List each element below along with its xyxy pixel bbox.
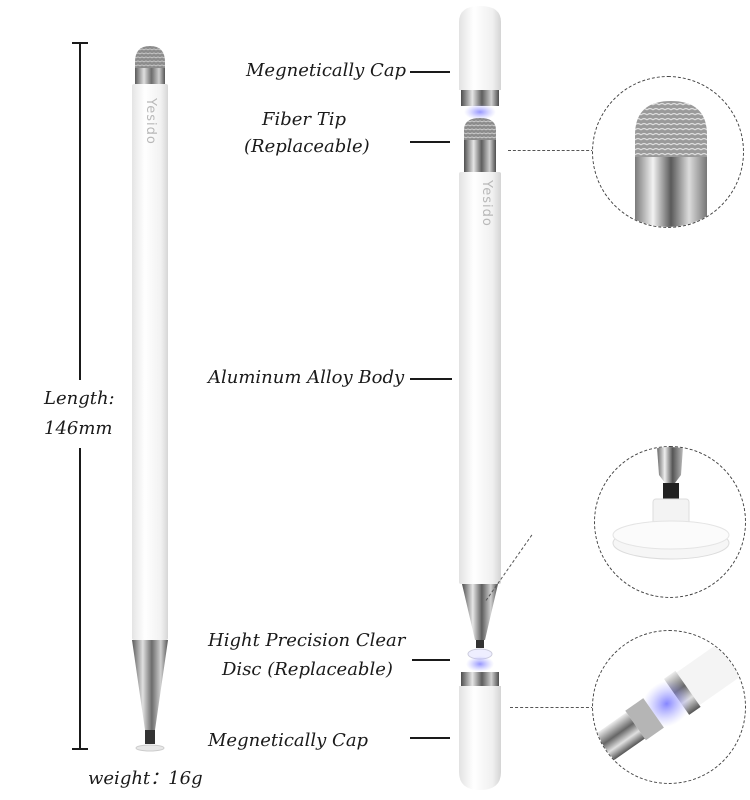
disc-label-line1: Hight Precision Clear: [208, 630, 406, 651]
brand-logo: Yesido: [143, 98, 158, 145]
fiber-tip-label-line1: Fiber Tip: [261, 109, 347, 130]
body-leader: [410, 378, 452, 380]
fiber-tip-closeup-icon: [635, 101, 707, 227]
weight-label: weight：16g: [88, 766, 203, 792]
fiber-tip-label-line2: (Replaceable): [244, 136, 370, 157]
body-label: Aluminum Alloy Body: [208, 367, 405, 388]
magnetic-cap-closeup: [592, 630, 746, 784]
dimension-bottom-tick: [72, 748, 88, 750]
dimension-line-bottom: [79, 448, 81, 748]
dimension-line-top: [79, 42, 81, 380]
fiber-tip-leader: [410, 141, 450, 143]
bottom-cap-leader: [410, 737, 450, 739]
top-cap-leader: [410, 71, 450, 73]
clear-disc-closeup-icon: [612, 447, 730, 560]
stylus-pen-icon: [132, 46, 168, 752]
disc-leader: [412, 659, 450, 661]
magnetic-cap-closeup-icon: [593, 633, 745, 783]
bottom-cap-label: Megnetically Cap: [208, 730, 369, 751]
length-label: Length:: [44, 388, 115, 409]
top-cap-label: Megnetically Cap: [246, 60, 407, 81]
bottom-cap-detail-connector: [510, 707, 594, 708]
exploded-stylus-icon: [459, 6, 501, 790]
weight-value: 16g: [168, 768, 203, 789]
clear-disc-closeup: [594, 446, 746, 598]
fiber-tip-closeup: [592, 76, 744, 228]
disc-label-line2: Disc (Replaceable): [222, 659, 393, 680]
brand-logo-exploded: Yesido: [479, 180, 494, 227]
weight-label-text: weight：: [88, 768, 169, 789]
fiber-tip-detail-connector: [508, 150, 594, 151]
length-value: 146mm: [44, 418, 113, 439]
